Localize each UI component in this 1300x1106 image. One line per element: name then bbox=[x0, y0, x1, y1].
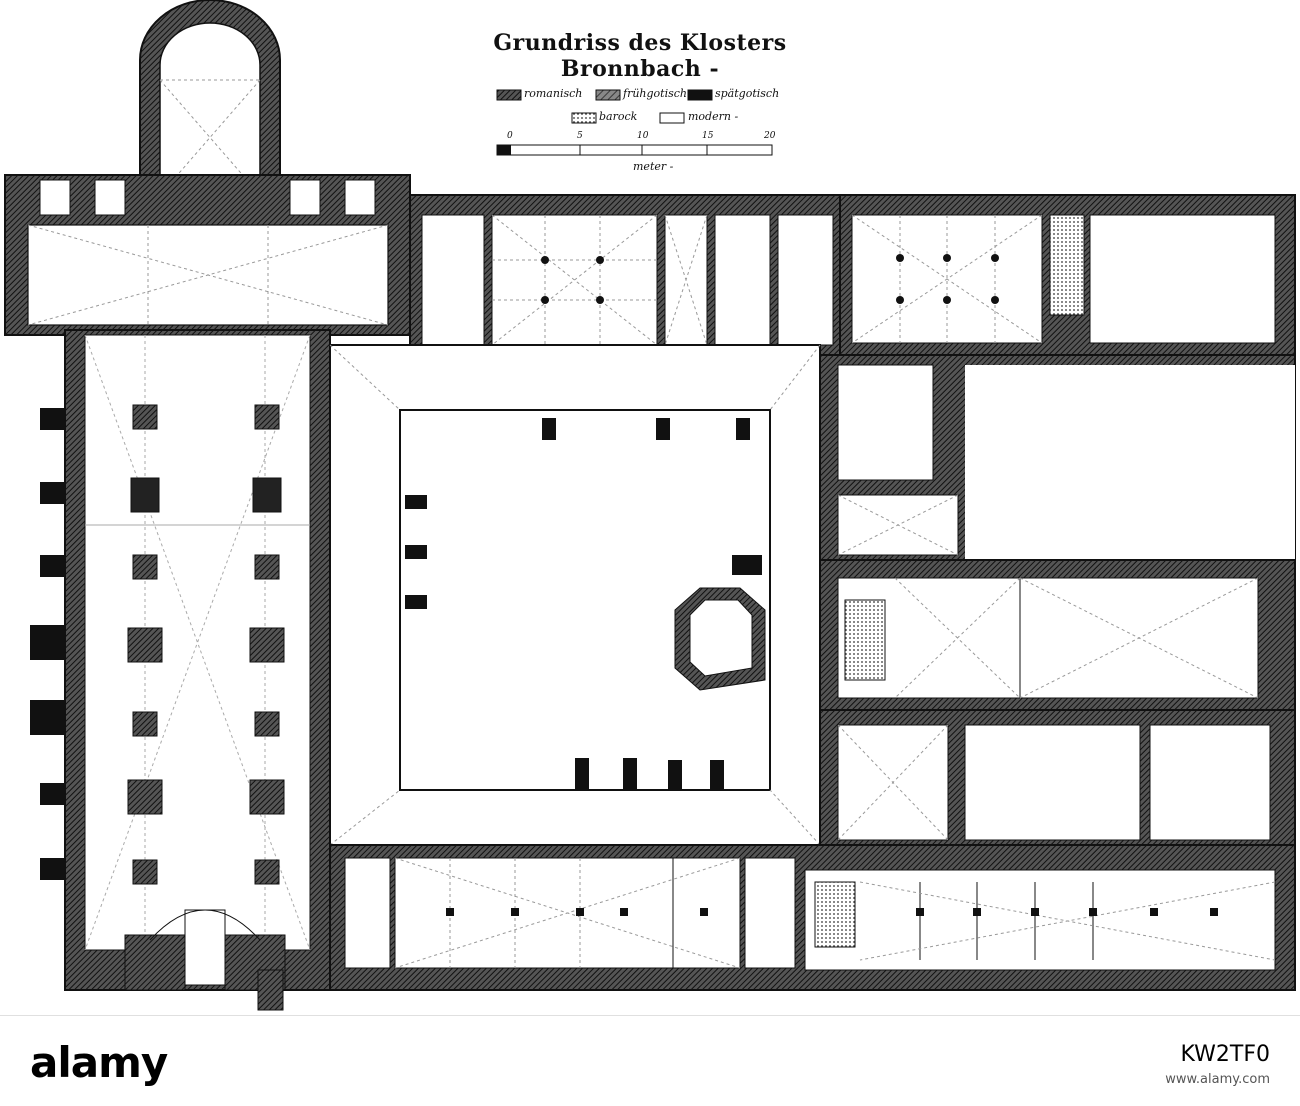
scale-tick-5: 5 bbox=[577, 131, 583, 141]
legend-label-modern: modern - bbox=[688, 110, 739, 123]
church bbox=[4, 0, 411, 1011]
south-range bbox=[329, 844, 1296, 991]
scale-unit: meter - bbox=[633, 160, 674, 173]
scale-tick-15: 15 bbox=[702, 131, 714, 141]
floor-plan bbox=[4, 0, 1296, 1011]
legend-label-fruehgotisch: frühgotisch bbox=[623, 87, 687, 100]
plan-title: Grundriss des Klosters Bronnbach - bbox=[493, 30, 787, 82]
image-id: KW2TF0 bbox=[1180, 1042, 1270, 1067]
scale-bar bbox=[496, 144, 773, 156]
northeast-range bbox=[839, 194, 1296, 366]
legend-label-romanisch: romanisch bbox=[524, 87, 583, 100]
cloister bbox=[329, 344, 821, 846]
scale-tick-0: 0 bbox=[507, 131, 513, 141]
north-range bbox=[409, 194, 841, 356]
alamy-logo: alamy bbox=[30, 1038, 168, 1087]
east-range bbox=[819, 354, 1296, 856]
stock-footer: alamy KW2TF0 www.alamy.com bbox=[0, 1015, 1300, 1106]
scale-tick-10: 10 bbox=[637, 131, 649, 141]
scale-tick-20: 20 bbox=[764, 131, 776, 141]
legend-label-spaetgotisch: spätgotisch bbox=[715, 87, 780, 100]
credit-url: www.alamy.com bbox=[1165, 1072, 1270, 1087]
legend-swatches bbox=[496, 89, 713, 124]
legend-label-barock: barock bbox=[599, 110, 638, 123]
